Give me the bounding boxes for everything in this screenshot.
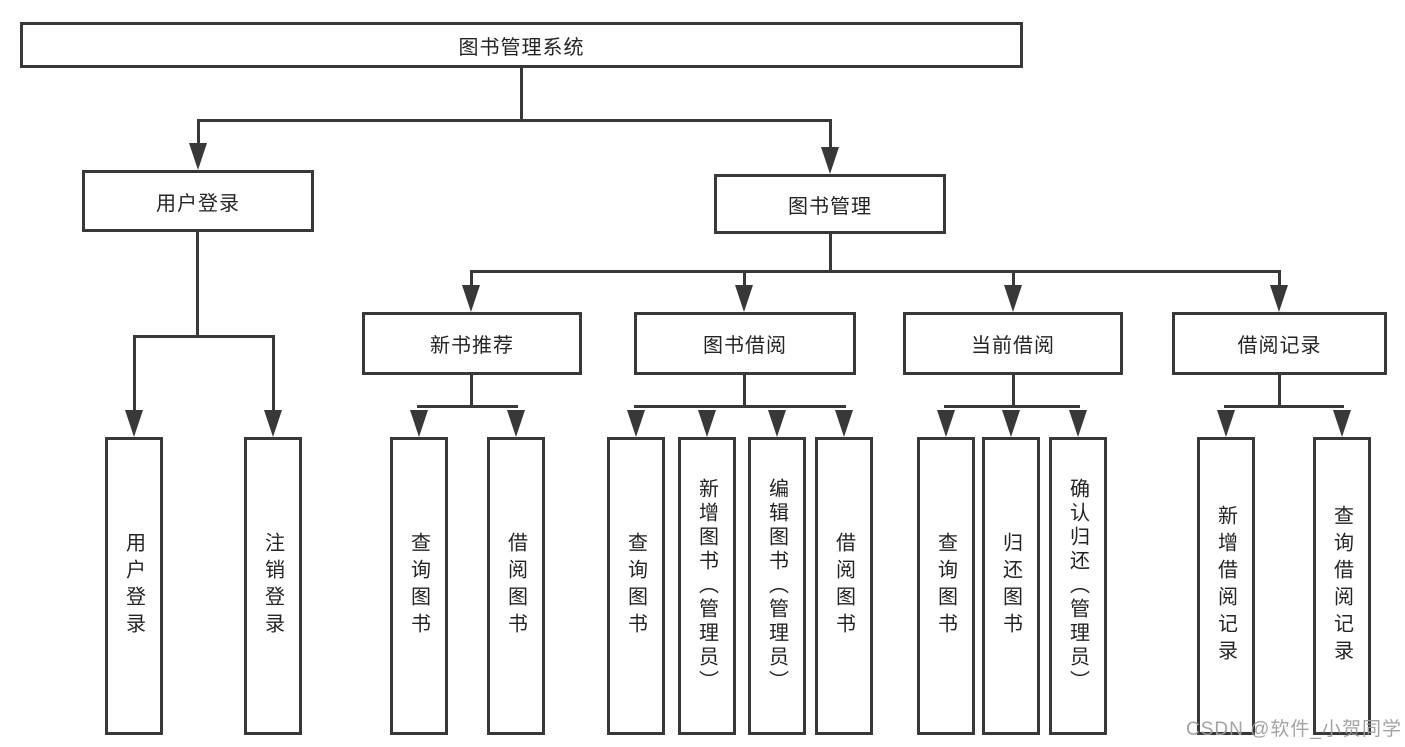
arrowhead-down-icon bbox=[1002, 410, 1020, 437]
node-leaf-edit-books-admin: 编辑图书（管理员） bbox=[748, 437, 806, 735]
connector-line bbox=[829, 234, 832, 272]
node-label: 归还图书 bbox=[999, 532, 1022, 640]
arrowhead-down-icon bbox=[1217, 410, 1235, 437]
connector-line bbox=[470, 270, 473, 288]
node-leaf-logout: 注销登录 bbox=[244, 437, 302, 735]
arrowhead-down-icon bbox=[264, 410, 282, 437]
connector-line bbox=[634, 405, 846, 408]
connector-line bbox=[133, 335, 275, 338]
node-book-borrowing: 图书借阅 bbox=[634, 312, 856, 375]
connector-line bbox=[1012, 375, 1015, 408]
connector-line bbox=[743, 375, 746, 408]
csdn-watermark: CSDN @软件_小贺同学 bbox=[1186, 719, 1402, 740]
node-borrowing-records: 借阅记录 bbox=[1172, 312, 1387, 375]
node-label: 图书管理系统 bbox=[458, 36, 585, 59]
node-leaf-query-books-current: 查询图书 bbox=[917, 437, 975, 735]
connector-line bbox=[197, 119, 832, 122]
node-label: 用户登录 bbox=[156, 192, 240, 215]
node-label: 借阅图书 bbox=[832, 532, 855, 640]
node-leaf-borrow-books: 借阅图书 bbox=[815, 437, 873, 735]
arrowhead-down-icon bbox=[768, 410, 786, 437]
node-label: 借阅记录 bbox=[1237, 335, 1322, 357]
node-leaf-return-books: 归还图书 bbox=[982, 437, 1040, 735]
node-user-login-group: 用户登录 bbox=[82, 170, 314, 232]
connector-line bbox=[417, 405, 518, 408]
node-current-borrowing: 当前借阅 bbox=[903, 312, 1123, 375]
node-library-management-system: 图书管理系统 bbox=[20, 22, 1023, 68]
arrowhead-down-icon bbox=[462, 285, 480, 312]
node-label: 新增借阅记录 bbox=[1214, 505, 1237, 667]
connector-line bbox=[470, 270, 1281, 273]
connector-line bbox=[133, 335, 136, 412]
node-label: 查询图书 bbox=[407, 532, 430, 640]
node-leaf-user-login: 用户登录 bbox=[105, 437, 163, 735]
node-label: 查询图书 bbox=[934, 532, 957, 640]
node-label: 借阅图书 bbox=[504, 532, 527, 640]
node-label: 图书借阅 bbox=[703, 335, 787, 357]
node-new-book-recommend: 新书推荐 bbox=[362, 312, 582, 375]
arrowhead-down-icon bbox=[125, 410, 143, 437]
arrowhead-down-icon bbox=[821, 147, 839, 174]
node-leaf-add-books-admin: 新增图书（管理员） bbox=[678, 437, 736, 735]
arrowhead-down-icon bbox=[1004, 285, 1022, 312]
arrowhead-down-icon bbox=[937, 410, 955, 437]
node-leaf-query-books-borrowing: 查询图书 bbox=[607, 437, 665, 735]
node-label: 编辑图书（管理员） bbox=[765, 478, 788, 694]
arrowhead-down-icon bbox=[698, 410, 716, 437]
node-label: 图书管理 bbox=[788, 195, 872, 218]
arrowhead-down-icon bbox=[835, 410, 853, 437]
node-label: 新增图书（管理员） bbox=[695, 478, 718, 694]
node-label: 当前借阅 bbox=[971, 335, 1055, 357]
node-label: 查询借阅记录 bbox=[1330, 505, 1353, 667]
node-book-management: 图书管理 bbox=[714, 174, 946, 234]
connector-line bbox=[829, 119, 832, 149]
node-leaf-query-books-recommend: 查询图书 bbox=[390, 437, 448, 735]
node-leaf-add-borrow-record: 新增借阅记录 bbox=[1197, 437, 1255, 735]
connector-line bbox=[520, 68, 523, 120]
node-label: 查询图书 bbox=[624, 532, 647, 640]
connector-line bbox=[196, 232, 199, 335]
arrowhead-down-icon bbox=[189, 143, 207, 170]
arrowhead-down-icon bbox=[1270, 285, 1288, 312]
connector-line bbox=[944, 405, 1080, 408]
arrowhead-down-icon bbox=[735, 285, 753, 312]
node-leaf-borrow-books-recommend: 借阅图书 bbox=[487, 437, 545, 735]
connector-line bbox=[1012, 270, 1015, 288]
connector-line bbox=[470, 375, 473, 408]
node-leaf-query-borrow-record: 查询借阅记录 bbox=[1313, 437, 1371, 735]
connector-line bbox=[743, 270, 746, 288]
connector-line bbox=[197, 119, 200, 146]
arrowhead-down-icon bbox=[410, 410, 428, 437]
arrowhead-down-icon bbox=[507, 410, 525, 437]
connector-line bbox=[1224, 405, 1344, 408]
node-label: 用户登录 bbox=[122, 532, 145, 640]
connector-line bbox=[272, 335, 275, 412]
arrowhead-down-icon bbox=[627, 410, 645, 437]
node-label: 新书推荐 bbox=[430, 335, 514, 357]
connector-line bbox=[1278, 270, 1281, 288]
connector-line bbox=[1278, 375, 1281, 408]
node-label: 确认归还（管理员） bbox=[1066, 478, 1089, 694]
node-label: 注销登录 bbox=[261, 532, 284, 640]
node-leaf-confirm-return-admin: 确认归还（管理员） bbox=[1049, 437, 1107, 735]
arrowhead-down-icon bbox=[1333, 410, 1351, 437]
arrowhead-down-icon bbox=[1069, 410, 1087, 437]
